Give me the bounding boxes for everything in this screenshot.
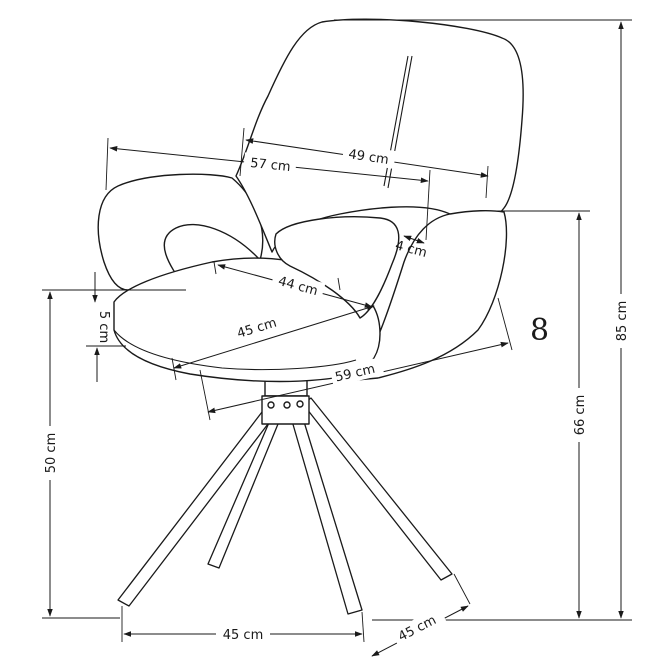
back-width-label: 49 cm: [347, 147, 389, 168]
base-bolt: [267, 401, 275, 409]
chair-illustration: [97, 18, 524, 615]
model-number: 8: [530, 313, 549, 348]
chair-leg-front-left: [117, 411, 272, 607]
base-bolt: [296, 400, 304, 408]
total-height-label: 85 cm: [615, 301, 630, 342]
armrest-height-label: 66 cm: [573, 395, 588, 436]
seat-height-label: 50 cm: [44, 433, 59, 474]
armrest-width-dimension-line: [403, 235, 425, 244]
base-width-label: 45 cm: [223, 628, 264, 643]
dimension-lines: 85 cm 66 cm 50 cm 5 cm 57 cm 49 cm 4 cm: [41, 19, 632, 657]
chair-base: [117, 379, 453, 615]
chair-swivel-plate: [261, 395, 310, 425]
chair-leg-front-right: [289, 411, 363, 615]
seat-thickness-label: 5 cm: [96, 311, 111, 343]
base-bolt: [283, 401, 291, 409]
